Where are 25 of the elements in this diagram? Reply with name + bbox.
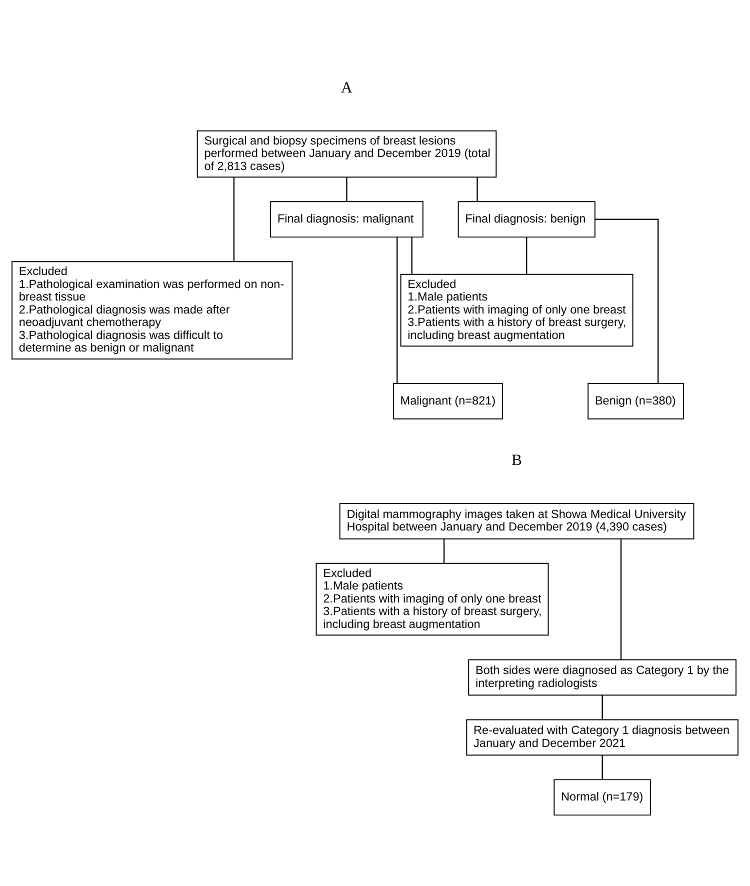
connector xyxy=(346,177,348,202)
connector xyxy=(620,539,622,660)
label: B xyxy=(512,452,522,469)
connector xyxy=(396,237,398,384)
connector xyxy=(411,237,412,274)
node-box: Excluded 1.Male patients 2.Patients with imaging of only one breast 3.Patients with a history of breast surgery, including breast augmentation xyxy=(316,562,549,636)
node-box: Benign (n=380) xyxy=(588,383,684,420)
connector xyxy=(595,218,659,384)
node-box: Re-evaluated with Category 1 diagnosis between January and December 2021 xyxy=(466,719,738,756)
node-box: Excluded 1.Male patients 2.Patients with imaging of only one breast 3.Patients with a history of breast surgery, including breast augmentation xyxy=(400,274,634,347)
node-box: Digital mammography images taken at Showa Medical University Hospital between January and December 2019 (4,390 cases) xyxy=(339,502,694,540)
node-box: Malignant (n=821) xyxy=(392,383,504,420)
connector xyxy=(526,237,528,274)
connector xyxy=(476,177,478,202)
connector xyxy=(233,177,235,262)
node-box: Final diagnosis: benign xyxy=(458,201,596,238)
node-box: Both sides were diagnosed as Category 1 by the interpreting radiologists xyxy=(468,659,736,696)
node-box: Normal (n=179) xyxy=(554,779,651,816)
connector xyxy=(602,755,603,780)
connector xyxy=(443,538,445,564)
node-box: Excluded 1.Pathological examination was performed on non-breast tissue 2.Pathological diagnosis was made after neoadjuvant chemotherapy 3.Pathological diagnosis was difficult to determine as benign or malignant xyxy=(12,261,293,360)
connector xyxy=(602,695,603,720)
node-box: Final diagnosis: malignant xyxy=(270,201,424,238)
label: A xyxy=(341,79,352,96)
node-box: Surgical and biopsy specimens of breast lesions performed between January and December 2019 (total of 2,813 cases) xyxy=(196,130,497,178)
